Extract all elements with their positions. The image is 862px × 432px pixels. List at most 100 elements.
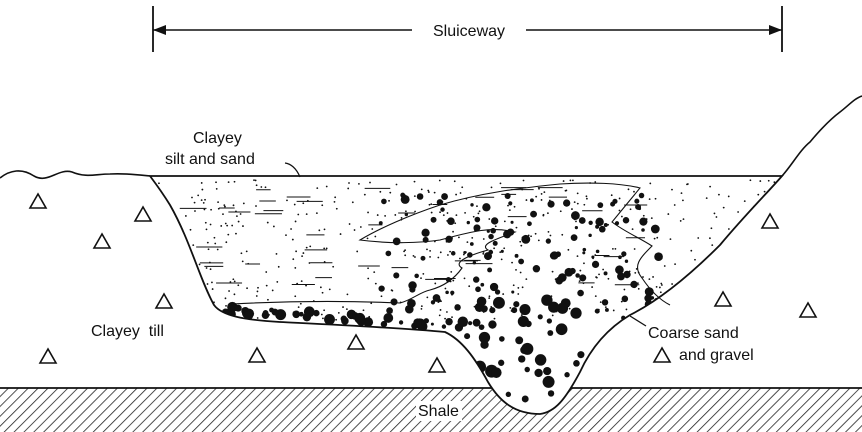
gravel-clast	[303, 313, 311, 321]
silt-grain	[240, 213, 242, 215]
silt-grain	[722, 276, 724, 278]
silt-grain	[516, 227, 518, 229]
silt-grain	[421, 308, 423, 310]
silt-grain	[628, 188, 630, 190]
silt-grain	[574, 201, 576, 203]
silt-grain	[215, 181, 217, 183]
silt-grain	[236, 215, 238, 217]
silt-grain	[374, 236, 376, 238]
silt-grain	[199, 264, 201, 266]
silt-grain	[234, 280, 236, 282]
silt-grain	[338, 312, 340, 314]
silt-grain	[265, 186, 267, 188]
silt-grain	[608, 278, 610, 280]
silt-grain	[429, 256, 431, 258]
silt-grain	[242, 260, 244, 262]
gravel-clast	[393, 238, 401, 246]
silt-grain	[488, 218, 490, 220]
silt-grain	[501, 258, 503, 260]
gravel-clast	[440, 207, 444, 211]
silt-grain	[579, 280, 581, 282]
silt-grain	[454, 222, 456, 224]
gravel-clast	[462, 355, 467, 360]
gravel-clast	[546, 238, 551, 243]
silt-grain	[226, 225, 228, 227]
silt-grain	[548, 231, 550, 233]
silt-grain	[225, 305, 227, 307]
silt-grain	[227, 234, 229, 236]
silt-grain	[294, 295, 296, 297]
silt-grain	[768, 231, 770, 233]
ground-surface-right	[782, 96, 862, 176]
silt-grain	[429, 204, 431, 206]
silt-grain	[198, 302, 200, 304]
silt-grain	[356, 251, 358, 253]
silt-grain	[680, 220, 682, 222]
silt-grain	[495, 225, 497, 227]
silt-grain	[586, 198, 588, 200]
gravel-clast	[639, 193, 645, 199]
gravel-clast	[262, 311, 270, 319]
silt-grain	[488, 297, 490, 299]
silt-grain	[309, 245, 311, 247]
gravel-clast	[543, 376, 555, 388]
gravel-clast	[595, 309, 600, 314]
silt-grain	[364, 194, 366, 196]
silt-grain	[217, 201, 219, 203]
gravel-clast	[491, 367, 502, 378]
silt-grain	[265, 271, 267, 273]
silt-grain	[572, 180, 574, 182]
silt-grain	[237, 284, 239, 286]
silt-grain	[260, 186, 262, 188]
silt-grain	[334, 201, 336, 203]
silt-grain	[232, 278, 234, 280]
sluiceway-label: Sluiceway	[433, 23, 505, 40]
gravel-clast	[610, 339, 617, 346]
silt-grain	[674, 263, 676, 265]
gravel-clast	[548, 302, 559, 313]
silt-grain	[444, 318, 446, 320]
gravel-clast	[421, 229, 429, 237]
silt-grain	[767, 317, 769, 319]
silt-grain	[176, 289, 178, 291]
gravel-clast	[524, 367, 529, 372]
gravel-clast	[414, 274, 419, 279]
silt-grain	[363, 309, 365, 311]
gravel-clast	[501, 250, 504, 253]
gravel-clast	[591, 378, 599, 386]
gravel-clast	[607, 362, 615, 370]
silt-grain	[295, 250, 297, 252]
silt-grain	[347, 188, 349, 190]
silt-grain	[206, 318, 208, 320]
silt-grain	[513, 284, 515, 286]
silt-grain	[199, 309, 201, 311]
silt-grain	[309, 262, 311, 264]
gravel-clast	[324, 314, 335, 325]
silt-grain	[757, 264, 759, 266]
gravel-clast	[604, 271, 608, 275]
silt-grain	[203, 202, 205, 204]
silt-grain	[467, 241, 469, 243]
silt-grain	[541, 199, 543, 201]
silt-grain	[567, 249, 569, 251]
silt-grain	[511, 262, 513, 264]
till-triangle	[249, 348, 265, 362]
silt-grain	[414, 195, 416, 197]
gravel-clast	[515, 336, 523, 344]
gravel-clast	[579, 217, 586, 224]
silt-grain	[306, 213, 308, 215]
silt-grain	[591, 286, 593, 288]
silt-grain	[322, 317, 324, 319]
silt-grain	[648, 278, 650, 280]
silt-grain	[168, 263, 170, 265]
silt-grain	[413, 255, 415, 257]
silt-grain	[204, 199, 206, 201]
silt-grain	[700, 294, 702, 296]
silt-grain	[651, 217, 653, 219]
silt-grain	[724, 253, 726, 255]
gravel-clast	[475, 286, 481, 292]
silt-grain	[530, 235, 532, 237]
till-triangle	[429, 358, 445, 372]
silt-grain	[421, 189, 423, 191]
gravel-clast	[421, 256, 426, 261]
